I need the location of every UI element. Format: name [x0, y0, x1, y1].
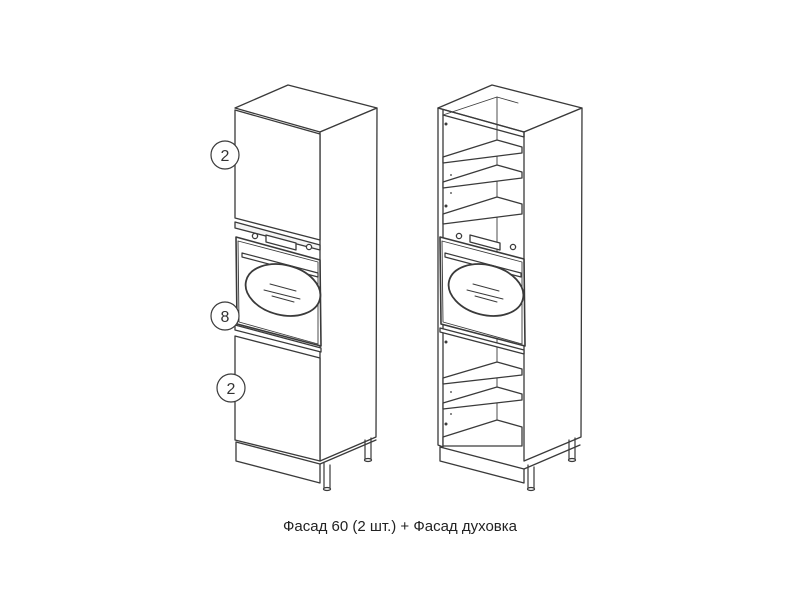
lower-facade — [234, 335, 321, 462]
callout-label: 2 — [221, 148, 230, 165]
oven-left — [235, 232, 322, 347]
left-cabinet-plinth — [235, 441, 321, 484]
shelf-3 — [442, 361, 523, 385]
callout-label: 8 — [221, 309, 230, 326]
oven-facade-strip — [234, 324, 322, 353]
callout-top-facade: 2 — [210, 140, 240, 170]
callout-label: 2 — [227, 381, 236, 398]
diagram-caption: Фасад 60 (2 шт.) + Фасад духовка — [282, 518, 517, 535]
right-cabinet-plinth — [439, 446, 525, 484]
shelf-4 — [442, 386, 523, 410]
cabinet-carcass-open — [437, 84, 583, 492]
shelf-2 — [442, 164, 523, 189]
callout-oven-facade: 8 — [210, 301, 240, 331]
shelf-1 — [442, 139, 523, 164]
left-cabinet-side — [319, 107, 378, 462]
right-cabinet-side — [523, 107, 583, 462]
upper-facade — [234, 109, 321, 241]
oven-right — [439, 232, 526, 347]
cabinet-with-facades — [234, 84, 378, 492]
callout-bottom-facade: 2 — [216, 373, 246, 403]
shelf-oven-top — [442, 196, 523, 225]
